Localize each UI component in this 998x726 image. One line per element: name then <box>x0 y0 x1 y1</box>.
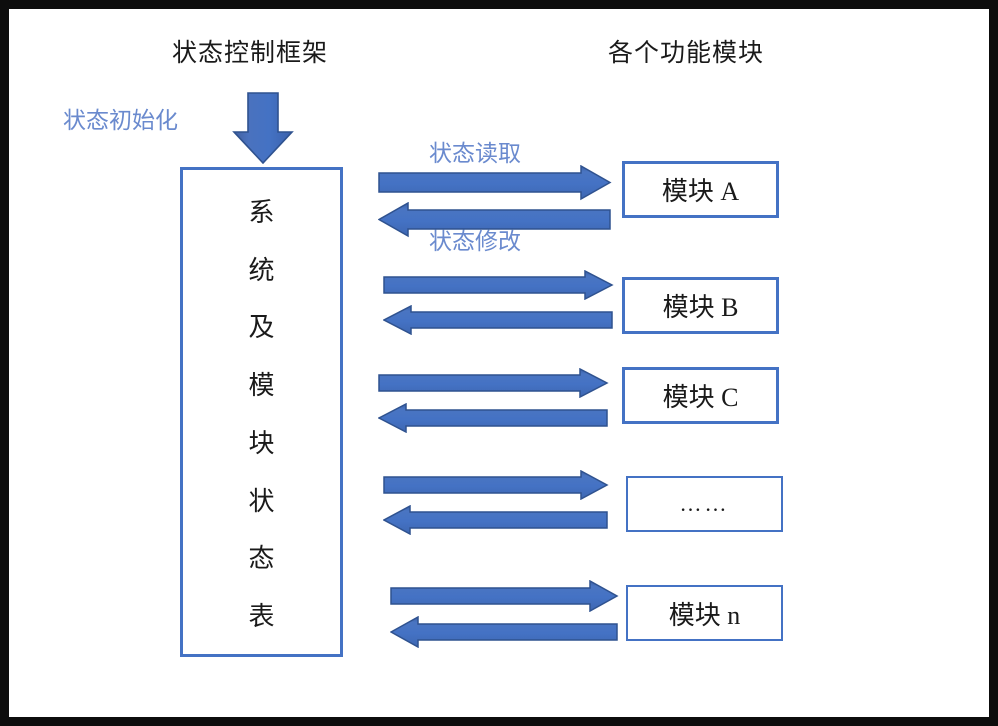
label-state-read: 状态读取 <box>429 141 521 166</box>
arrow-right-icon <box>383 470 609 500</box>
arrow-left-icon <box>383 305 613 335</box>
arrow-left-icon <box>378 202 611 238</box>
module-label-b: 模块 B <box>662 293 739 322</box>
arrow-right-icon <box>383 270 614 300</box>
module-label-a: 模块 A <box>661 177 740 206</box>
label-state-initialization: 状态初始化 <box>63 108 178 133</box>
arrow-left-icon <box>383 505 608 535</box>
page-title-right: 各个功能模块 <box>608 40 765 67</box>
module-label-n: 模块 n <box>668 600 741 630</box>
arrow-right-icon <box>390 580 619 612</box>
label-state-write: 状态修改 <box>429 229 521 254</box>
module-box-ellipsis[interactable]: …… <box>626 476 783 532</box>
state-table-box <box>180 167 343 657</box>
module-label-ellipsis: …… <box>679 491 730 516</box>
arrow-pair-module-c <box>378 368 609 433</box>
module-box-a[interactable]: 模块 A <box>622 161 779 218</box>
module-box-b[interactable]: 模块 B <box>622 277 779 334</box>
arrow-right-icon <box>378 368 609 398</box>
arrow-right-icon <box>378 165 612 201</box>
arrow-left-icon <box>378 403 608 433</box>
arrow-pair-module-b <box>383 270 614 335</box>
arrow-pair-module-ellipsis <box>383 470 609 535</box>
arrow-pair-module-n <box>390 580 619 648</box>
page-title-left: 状态控制框架 <box>172 40 329 67</box>
arrow-left-icon <box>390 616 618 648</box>
arrow-down-icon <box>232 92 294 164</box>
module-label-c: 模块 C <box>662 383 739 412</box>
module-box-c[interactable]: 模块 C <box>622 367 779 424</box>
arrow-pair-module-a <box>378 165 612 238</box>
module-box-n[interactable]: 模块 n <box>626 585 783 641</box>
